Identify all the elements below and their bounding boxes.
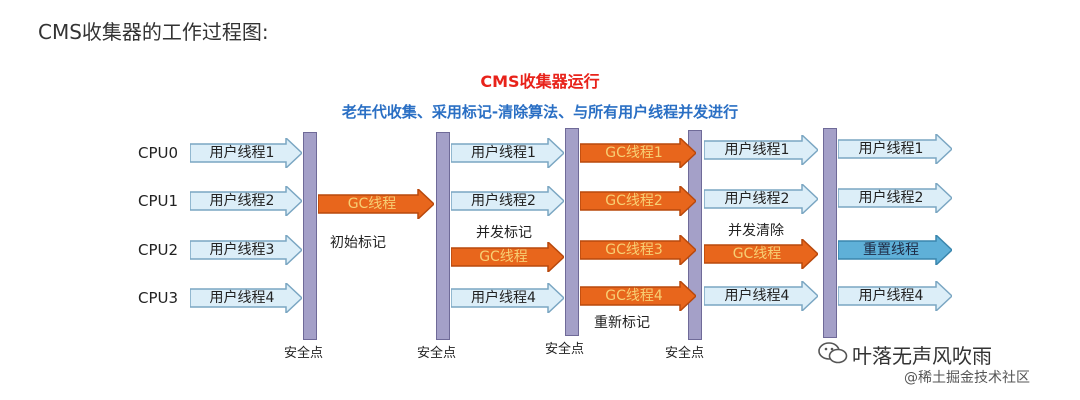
safepoint-label: 安全点: [665, 346, 705, 361]
safepoint-label: 安全点: [545, 342, 585, 357]
safepoint-bar-1: [303, 132, 317, 340]
user-thread-arrow: 用户线程4: [190, 283, 302, 313]
safepoint-bar-3: [565, 128, 579, 336]
gc-thread-arrow: GC线程: [704, 239, 818, 269]
gc-thread-arrow: GC线程1: [580, 138, 696, 168]
watermark-site: @稀土掘金技术社区: [904, 370, 1030, 386]
user-thread-arrow: 用户线程2: [451, 186, 564, 216]
safepoint-bar-4: [688, 130, 702, 340]
cpu2-label: CPU2: [138, 241, 179, 259]
user-thread-arrow: 用户线程1: [451, 138, 564, 168]
diagram-title: CMS收集器运行: [480, 72, 600, 91]
gc-thread-arrow: GC线程: [451, 242, 564, 272]
cpu0-label: CPU0: [138, 144, 179, 162]
wechat-icon: [818, 340, 848, 370]
gc-thread-arrow: GC线程3: [580, 235, 696, 265]
page-heading: CMS收集器的工作过程图:: [38, 20, 269, 44]
safepoint-label: 安全点: [284, 346, 324, 361]
user-thread-arrow: 用户线程1: [190, 138, 302, 168]
safepoint-bar-5: [823, 128, 837, 338]
safepoint-label: 安全点: [417, 346, 457, 361]
user-thread-arrow: 用户线程1: [704, 135, 818, 165]
user-thread-arrow: 用户线程1: [838, 134, 952, 164]
reset-thread-arrow: 重置线程: [838, 235, 952, 265]
gc-thread-arrow: GC线程2: [580, 186, 696, 216]
safepoint-bar-2: [436, 132, 450, 340]
user-thread-arrow: 用户线程2: [838, 183, 952, 213]
user-thread-arrow: 用户线程4: [838, 281, 952, 311]
gc-thread-arrow: GC线程4: [580, 281, 696, 311]
concurrent-sweep-label: 并发清除: [728, 223, 784, 239]
watermark-name: 叶落无声风吹雨: [852, 344, 992, 368]
gc-thread-arrow: GC线程: [318, 189, 434, 219]
remark-label: 重新标记: [594, 315, 650, 331]
diagram-subtitle: 老年代收集、采用标记-清除算法、与所有用户线程并发进行: [341, 103, 739, 121]
user-thread-arrow: 用户线程4: [704, 281, 818, 311]
user-thread-arrow: 用户线程3: [190, 235, 302, 265]
initial-mark-label: 初始标记: [330, 235, 386, 251]
user-thread-arrow: 用户线程4: [451, 283, 564, 313]
user-thread-arrow: 用户线程2: [704, 184, 818, 214]
concurrent-mark-label: 并发标记: [476, 225, 532, 241]
user-thread-arrow: 用户线程2: [190, 186, 302, 216]
cpu1-label: CPU1: [138, 192, 179, 210]
cpu3-label: CPU3: [138, 289, 179, 307]
